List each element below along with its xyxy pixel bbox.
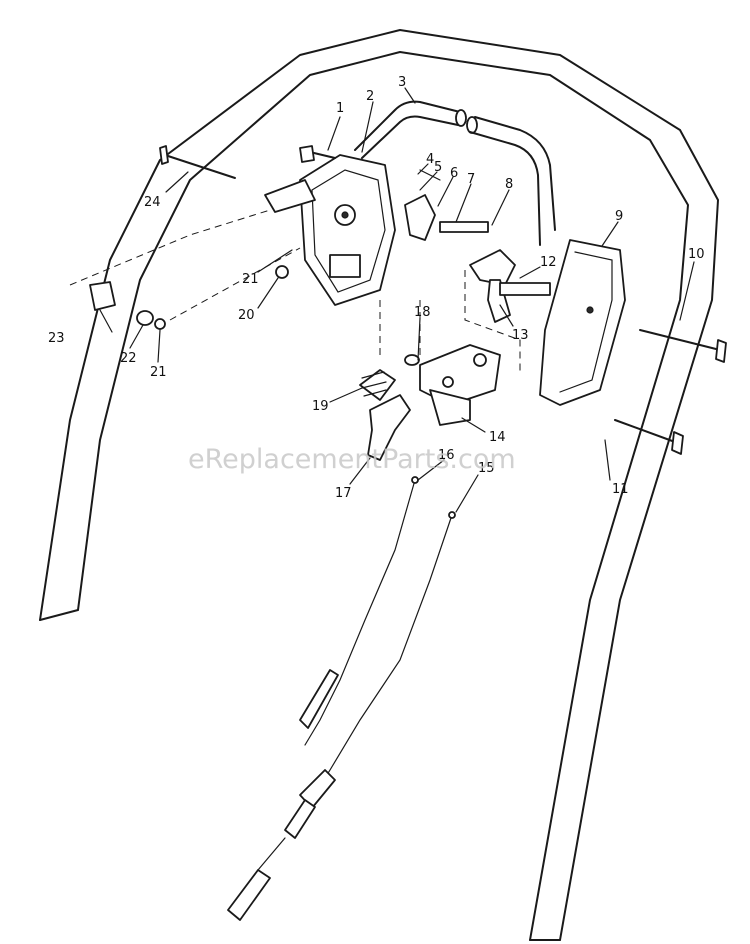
callout-24: 24 [144,195,161,210]
callout-14: 14 [489,430,506,445]
callout-18: 18 [414,305,431,320]
callout-labels: 1 2 3 4 5 6 7 8 9 10 11 12 13 14 15 16 1… [48,75,705,501]
callout-16: 16 [438,448,455,463]
fasteners [89,145,727,455]
callout-9: 9 [615,209,623,224]
callout-19: 19 [312,399,329,414]
callout-1: 1 [336,101,344,116]
callout-20: 20 [238,308,255,323]
watermark-text: eReplacementParts.com [188,444,516,475]
bail-hardware [404,169,551,323]
callout-21b: 21 [150,365,167,380]
callout-17: 17 [335,486,352,501]
leader-lines [99,87,695,513]
callout-6: 6 [450,166,458,181]
callout-5: 5 [434,160,442,175]
control-cables [227,476,456,921]
right-cover [539,239,626,406]
callout-22: 22 [120,351,137,366]
callout-21a: 21 [242,272,259,287]
center-bracket [359,344,501,461]
callout-4: 4 [426,152,434,167]
callout-13: 13 [512,328,529,343]
callout-7: 7 [467,172,475,187]
callout-3: 3 [398,75,406,90]
callout-2: 2 [366,89,374,104]
callout-12: 12 [540,255,557,270]
callout-10: 10 [688,247,705,262]
callout-8: 8 [505,177,513,192]
callout-15: 15 [478,461,495,476]
control-bail [354,100,556,246]
callout-23: 23 [48,331,65,346]
callout-11: 11 [612,482,629,497]
left-housing [264,154,396,306]
